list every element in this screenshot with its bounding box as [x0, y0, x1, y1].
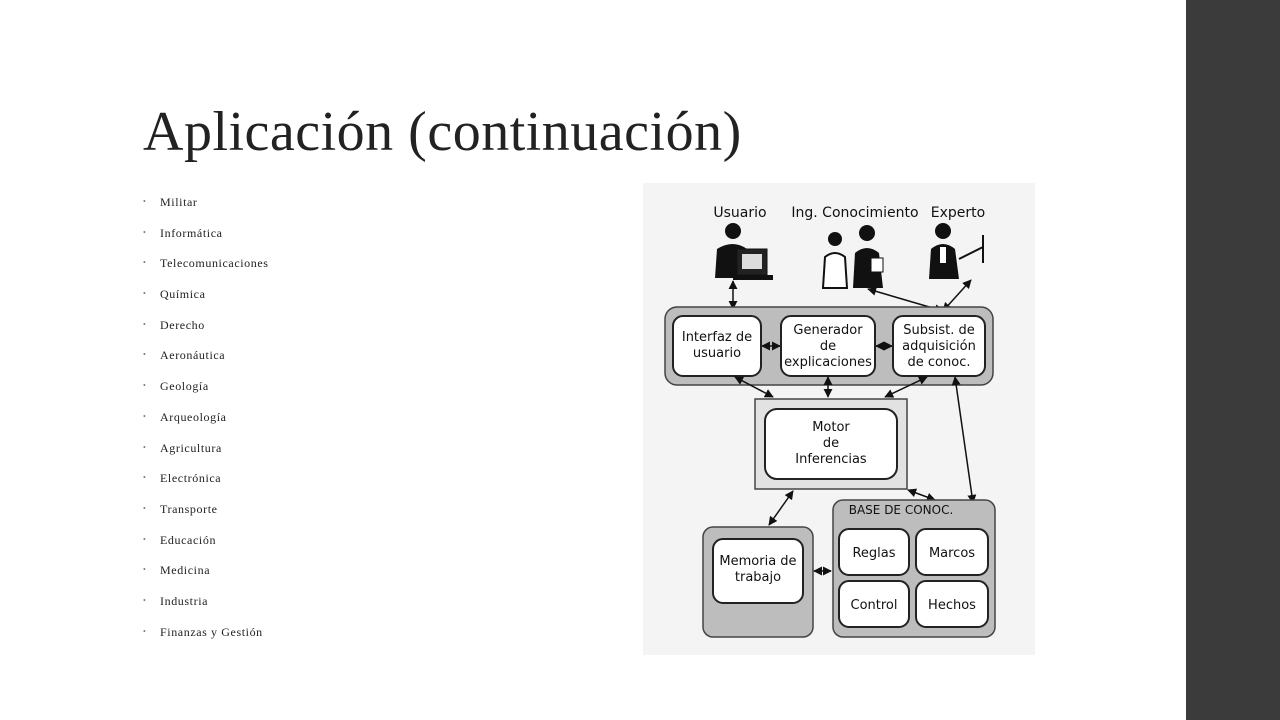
- marcos-box: [915, 528, 989, 576]
- bullet-dot-icon: •: [143, 258, 147, 268]
- bullet-item: • Geología: [143, 376, 269, 407]
- motor-box: [764, 408, 898, 480]
- bullet-item: • Finanzas y Gestión: [143, 622, 269, 653]
- expert-system-diagram: Usuario Ing. Conocimiento Experto: [643, 183, 1035, 655]
- arrow-motor-memoria: [768, 490, 794, 526]
- interfaz-label-1: Interfaz de: [682, 330, 752, 345]
- motor-label-3: Inferencias: [795, 452, 867, 467]
- bullet-text: Electrónica: [160, 471, 222, 486]
- control-box: [838, 580, 910, 628]
- bullet-text: Informática: [160, 225, 223, 240]
- marcos-label: Marcos: [929, 546, 975, 561]
- bullet-text: Agricultura: [160, 440, 222, 455]
- bullet-text: Industria: [160, 593, 209, 608]
- arrow-interfaz-motor: [734, 376, 774, 398]
- bullet-dot-icon: •: [143, 442, 147, 452]
- bullet-text: Aeronáutica: [160, 348, 226, 363]
- bullet-text: Química: [160, 287, 206, 302]
- interfaz-label-2: usuario: [693, 346, 741, 361]
- generador-box: [780, 315, 876, 377]
- subsist-label-1: Subsist. de: [903, 323, 975, 338]
- bullet-text: Educación: [160, 532, 217, 547]
- bullet-item: • Derecho: [143, 315, 269, 346]
- bullet-text: Derecho: [160, 317, 205, 332]
- bullet-dot-icon: •: [143, 289, 147, 299]
- bullet-dot-icon: •: [143, 227, 147, 237]
- generador-label-2: de: [820, 339, 836, 354]
- bullet-text: Telecomunicaciones: [160, 256, 269, 271]
- memoria-box: [712, 538, 804, 604]
- bullet-dot-icon: •: [143, 350, 147, 360]
- bullet-item: • Industria: [143, 591, 269, 622]
- subsist-box: [892, 315, 986, 377]
- bullet-item: • Agricultura: [143, 438, 269, 469]
- bullet-dot-icon: •: [143, 595, 147, 605]
- memoria-label-2: trabajo: [735, 570, 781, 585]
- bullet-item: • Medicina: [143, 560, 269, 591]
- arrow-motor-base: [907, 488, 936, 502]
- bullet-item: • Aeronáutica: [143, 345, 269, 376]
- arrow-experto-subsist: [942, 279, 972, 312]
- arrow-subsist-motor: [884, 376, 928, 398]
- subsist-label-2: adquisición: [902, 339, 976, 354]
- hechos-label: Hechos: [928, 598, 976, 613]
- bullet-item: • Informática: [143, 223, 269, 254]
- bullet-dot-icon: •: [143, 381, 147, 391]
- bullet-item: • Telecomunicaciones: [143, 253, 269, 284]
- bullet-dot-icon: •: [143, 411, 147, 421]
- generador-label-3: explicaciones: [784, 355, 872, 370]
- motor-label-2: de: [823, 436, 839, 451]
- bullet-item: • Educación: [143, 530, 269, 561]
- bullet-item: • Arqueología: [143, 407, 269, 438]
- bullet-text: Militar: [160, 195, 198, 209]
- bullet-item: • Química: [143, 284, 269, 315]
- control-label: Control: [851, 598, 898, 613]
- bullet-text: Medicina: [160, 563, 211, 578]
- bullet-item: • Transporte: [143, 499, 269, 530]
- actor-ing-label: Ing. Conocimiento: [791, 205, 918, 221]
- bullet-item: • Militar: [143, 192, 269, 223]
- bullet-dot-icon: •: [143, 503, 147, 513]
- bullet-dot-icon: •: [143, 565, 147, 575]
- bullet-dot-icon: •: [143, 534, 147, 544]
- side-panel: [1186, 0, 1280, 720]
- interfaz-box: [672, 315, 762, 377]
- bullet-list: •Militar•Informática•Telecomunicaciones•…: [143, 192, 269, 652]
- bullet-dot-icon: •: [143, 626, 147, 636]
- bullet-item: • Electrónica: [143, 468, 269, 499]
- reglas-box: [838, 528, 910, 576]
- bullet-dot-icon: •: [143, 319, 147, 329]
- subsist-label-3: de conoc.: [908, 355, 971, 370]
- bullet-text: Geología: [160, 379, 209, 394]
- hechos-box: [915, 580, 989, 628]
- ing-conocimiento-figures-icon: [821, 225, 884, 289]
- base-conoc-title: BASE DE CONOC.: [849, 503, 954, 517]
- experto-figure-icon: [929, 223, 984, 279]
- bullet-text: Transporte: [160, 501, 218, 516]
- bullet-text: Finanzas y Gestión: [160, 624, 263, 639]
- actor-usuario-label: Usuario: [713, 205, 766, 221]
- actor-experto-label: Experto: [931, 205, 985, 221]
- usuario-figure-icon: [715, 223, 773, 280]
- memoria-label-1: Memoria de: [719, 554, 796, 569]
- arrow-subsist-base: [951, 376, 977, 504]
- bullet-dot-icon: •: [143, 197, 147, 206]
- bullet-text: Arqueología: [160, 409, 227, 424]
- reglas-label: Reglas: [852, 546, 895, 561]
- slide-title: Aplicación (continuación): [143, 101, 742, 163]
- bullet-dot-icon: •: [143, 473, 147, 483]
- generador-label-1: Generador: [793, 323, 863, 338]
- motor-label-1: Motor: [812, 420, 850, 435]
